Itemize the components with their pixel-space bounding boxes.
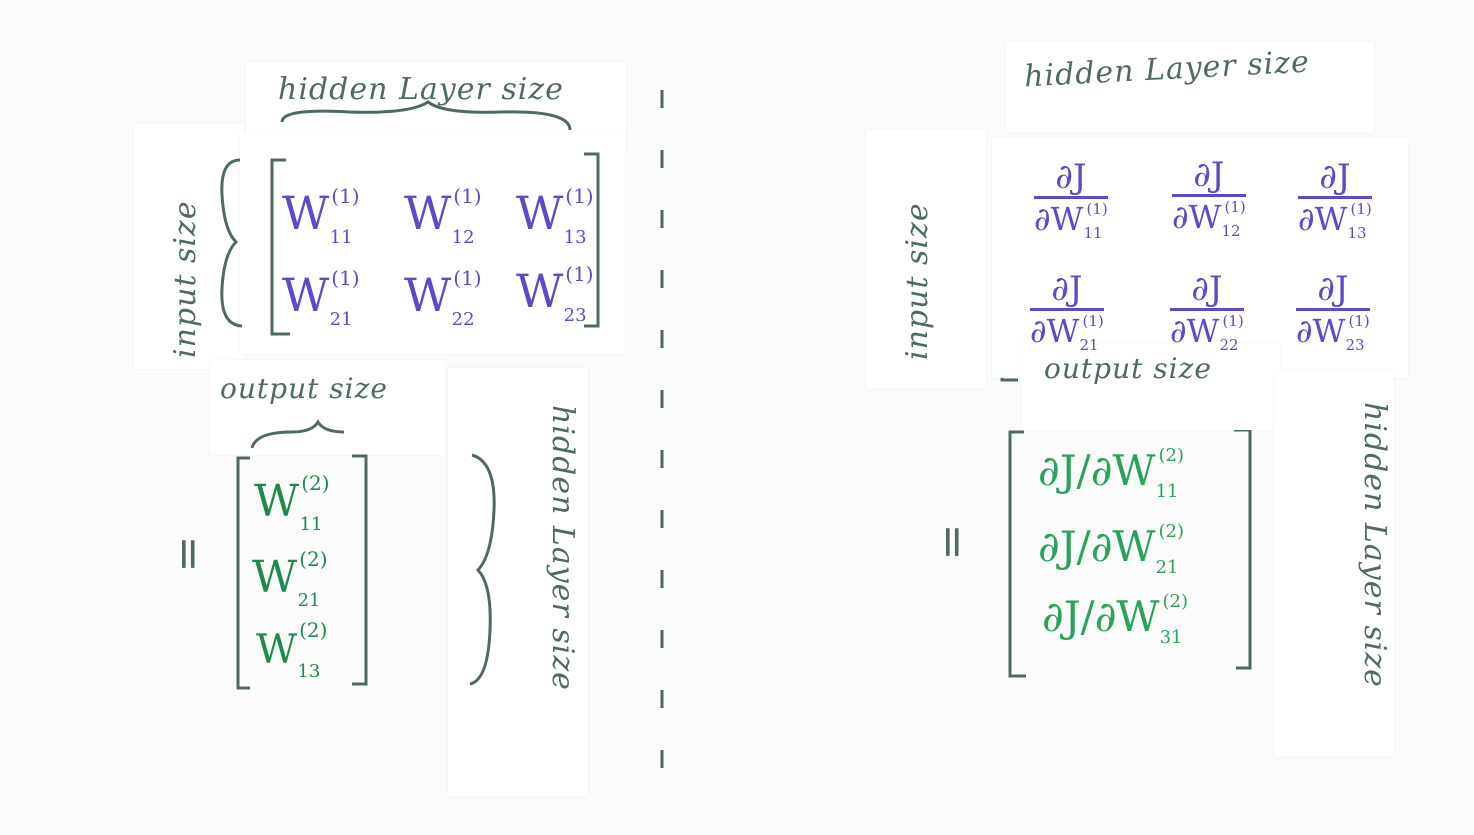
input-size-brace-left: [220, 158, 243, 328]
card-w1-matrix: [240, 132, 625, 354]
card-input-size-left: [134, 124, 244, 369]
card-hidden-layer-vertical-left: [448, 368, 588, 796]
w1-cell-12: W(1)12: [404, 184, 482, 248]
hidden-layer-size-label-right-vertical: hidden Layer size: [1357, 402, 1392, 688]
w2-cell-13: W(2)13: [256, 618, 328, 682]
dw1-cell-12: ∂J ∂W12(1): [1172, 155, 1246, 240]
w1-cell-21: W(1)21: [282, 266, 360, 330]
w1-cell-22: W(1)22: [404, 266, 482, 330]
w1-cell-23: W(1)23: [516, 262, 594, 326]
w1-cell-11: W(1)11: [282, 184, 360, 248]
dw1-cell-22: ∂J ∂W22(1): [1170, 269, 1244, 354]
dw2-cell-31: ∂J/∂W31(2): [1042, 591, 1188, 648]
output-size-label-right: output size: [1044, 352, 1212, 385]
w2-left-bracket: [236, 456, 250, 690]
input-size-label-right: input size: [900, 202, 935, 360]
hidden-layer-brace-left: [280, 100, 572, 131]
card-dw1-matrix: [992, 138, 1408, 378]
card-hidden-layer-label-right: [1006, 42, 1374, 132]
dw1-cell-21: ∂J ∂W21(1): [1030, 269, 1104, 354]
w2-cell-11: W(2)11: [254, 471, 330, 535]
dw2-cell-11: ∂J/∂W11(2): [1038, 445, 1184, 502]
dw1-cell-13: ∂J ∂W13(1): [1298, 157, 1372, 242]
equals-sign-right: =: [927, 523, 979, 561]
output-size-brace-left: [250, 419, 345, 449]
dw1-cell-23: ∂J ∂W23(1): [1296, 269, 1370, 354]
dw2-right-bracket: [1234, 428, 1252, 670]
card-hidden-layer-vertical-right: [1274, 370, 1394, 756]
card-input-size-right: [866, 130, 986, 388]
w2-right-bracket: [352, 454, 368, 686]
dw1-cell-11: ∂J ∂W11(1): [1034, 157, 1108, 242]
hidden-layer-size-label-left: hidden Layer size: [278, 72, 564, 107]
dw2-left-bracket: [1008, 430, 1026, 678]
w1-right-bracket: [584, 152, 600, 328]
dw2-cell-21: ∂J/∂W21(2): [1038, 521, 1184, 578]
w1-cell-13: W(1)13: [516, 184, 594, 248]
equals-sign-left: =: [163, 535, 215, 573]
hidden-layer-brace-left-vertical: [469, 453, 496, 686]
card-output-size-left: [210, 360, 445, 455]
w1-left-bracket: [270, 158, 290, 336]
card-output-size-right: [1022, 344, 1280, 430]
output-size-label-left: output size: [220, 372, 388, 405]
w2-cell-21: W(2)21: [252, 547, 328, 611]
